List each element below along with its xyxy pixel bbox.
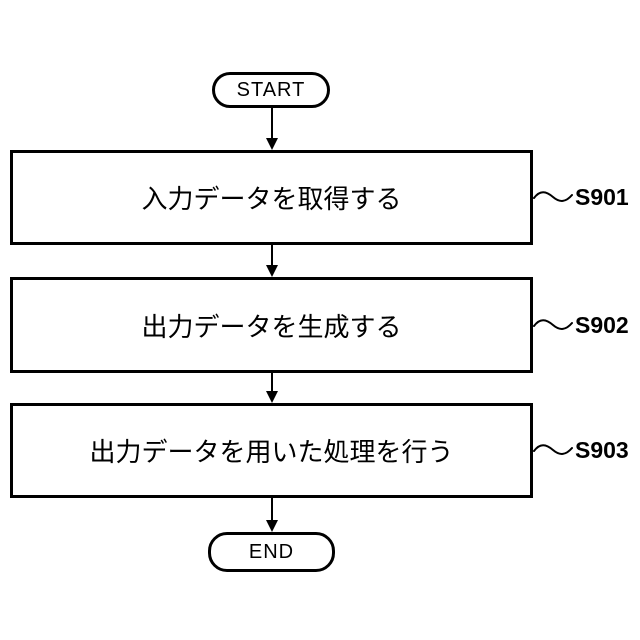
process-box-step2: 出力データを生成する	[10, 277, 533, 373]
flow-arrow-start-to-step1	[266, 108, 278, 150]
arrow-stem	[271, 373, 273, 391]
arrow-stem	[271, 498, 273, 520]
process-box-step3: 出力データを用いた処理を行う	[10, 403, 533, 498]
process-text-step2: 出力データを生成する	[141, 311, 402, 342]
flow-arrow-step2-to-step3	[266, 373, 278, 403]
squiggle-connector-icon	[533, 191, 573, 202]
flow-arrow-step3-to-end	[266, 498, 278, 532]
step-reference-label-s902: S902	[575, 312, 629, 338]
arrow-head-icon	[266, 265, 278, 277]
process-text-step1: 入力データを取得する	[141, 184, 402, 214]
end-terminal: END	[208, 532, 335, 572]
squiggle-connector-icon	[533, 444, 573, 455]
start-label: START	[236, 78, 306, 101]
reference-step3: S903	[533, 437, 629, 463]
arrow-head-icon	[266, 138, 278, 150]
arrow-stem	[271, 108, 273, 138]
step-reference-label-s901: S901	[575, 184, 629, 210]
reference-step1: S901	[533, 184, 629, 210]
arrow-head-icon	[266, 520, 278, 532]
arrow-stem	[271, 245, 273, 265]
start-terminal: START	[212, 72, 330, 108]
squiggle-connector-icon	[533, 319, 573, 330]
end-label: END	[248, 540, 295, 563]
flow-arrow-step1-to-step2	[266, 245, 278, 277]
arrow-head-icon	[266, 391, 278, 403]
process-text-step3: 出力データを用いた処理を行う	[89, 437, 454, 467]
process-box-step1: 入力データを取得する	[10, 150, 533, 245]
reference-step2: S902	[533, 312, 629, 338]
step-reference-label-s903: S903	[575, 437, 629, 463]
